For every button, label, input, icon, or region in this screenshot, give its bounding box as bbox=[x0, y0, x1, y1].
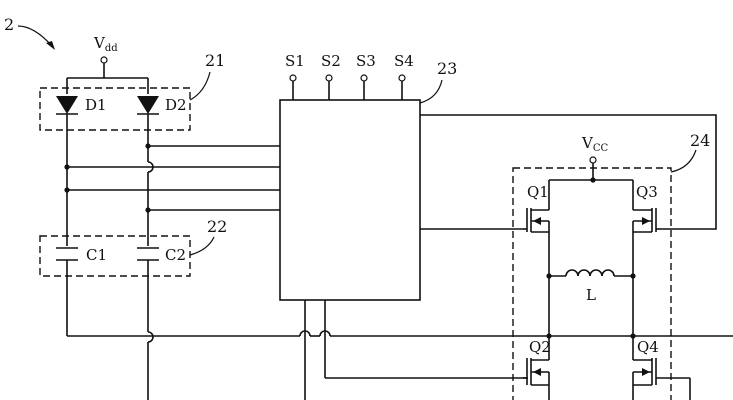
transistor-q4-label: Q4 bbox=[637, 338, 659, 356]
signal-s1-label: S1 bbox=[285, 52, 305, 70]
signal-s2-label: S2 bbox=[321, 52, 341, 70]
h-bridge-24: 24 VCC Q1 Q3 L bbox=[512, 131, 710, 400]
cap-c1-label: C1 bbox=[86, 246, 107, 264]
inductor-symbol bbox=[565, 269, 615, 277]
controller-ref: 23 bbox=[437, 59, 457, 78]
vdd-terminal: Vdd bbox=[67, 34, 148, 79]
diode-block-21: 21 D1 D2 bbox=[39, 51, 225, 131]
vdd-label: Vdd bbox=[93, 34, 118, 54]
transistor-q3-label: Q3 bbox=[636, 183, 658, 201]
diode-d1-symbol bbox=[56, 96, 78, 114]
inductor-label: L bbox=[586, 286, 596, 304]
controller-23: 23 S1 S2 S3 S4 bbox=[279, 52, 457, 301]
capacitor-block-22: 22 C1 C2 bbox=[39, 217, 227, 277]
diode-block-ref: 21 bbox=[205, 51, 225, 70]
diode-d1-label: D1 bbox=[85, 96, 107, 114]
signal-s3-label: S3 bbox=[356, 52, 376, 70]
cap-block-ref: 22 bbox=[207, 217, 227, 236]
vcc-label: VCC bbox=[581, 134, 608, 154]
signal-s4-label: S4 bbox=[394, 52, 414, 70]
bridge-ref: 24 bbox=[690, 131, 710, 150]
transistor-q1-label: Q1 bbox=[527, 183, 549, 201]
figure-ref-arrowhead bbox=[46, 41, 55, 50]
diode-d2-symbol bbox=[137, 96, 159, 114]
transistor-q2-label: Q2 bbox=[529, 338, 551, 356]
figure-ref-label: 2 bbox=[4, 15, 14, 34]
diode-d2-label: D2 bbox=[165, 96, 187, 114]
cap-c2-label: C2 bbox=[165, 246, 186, 264]
